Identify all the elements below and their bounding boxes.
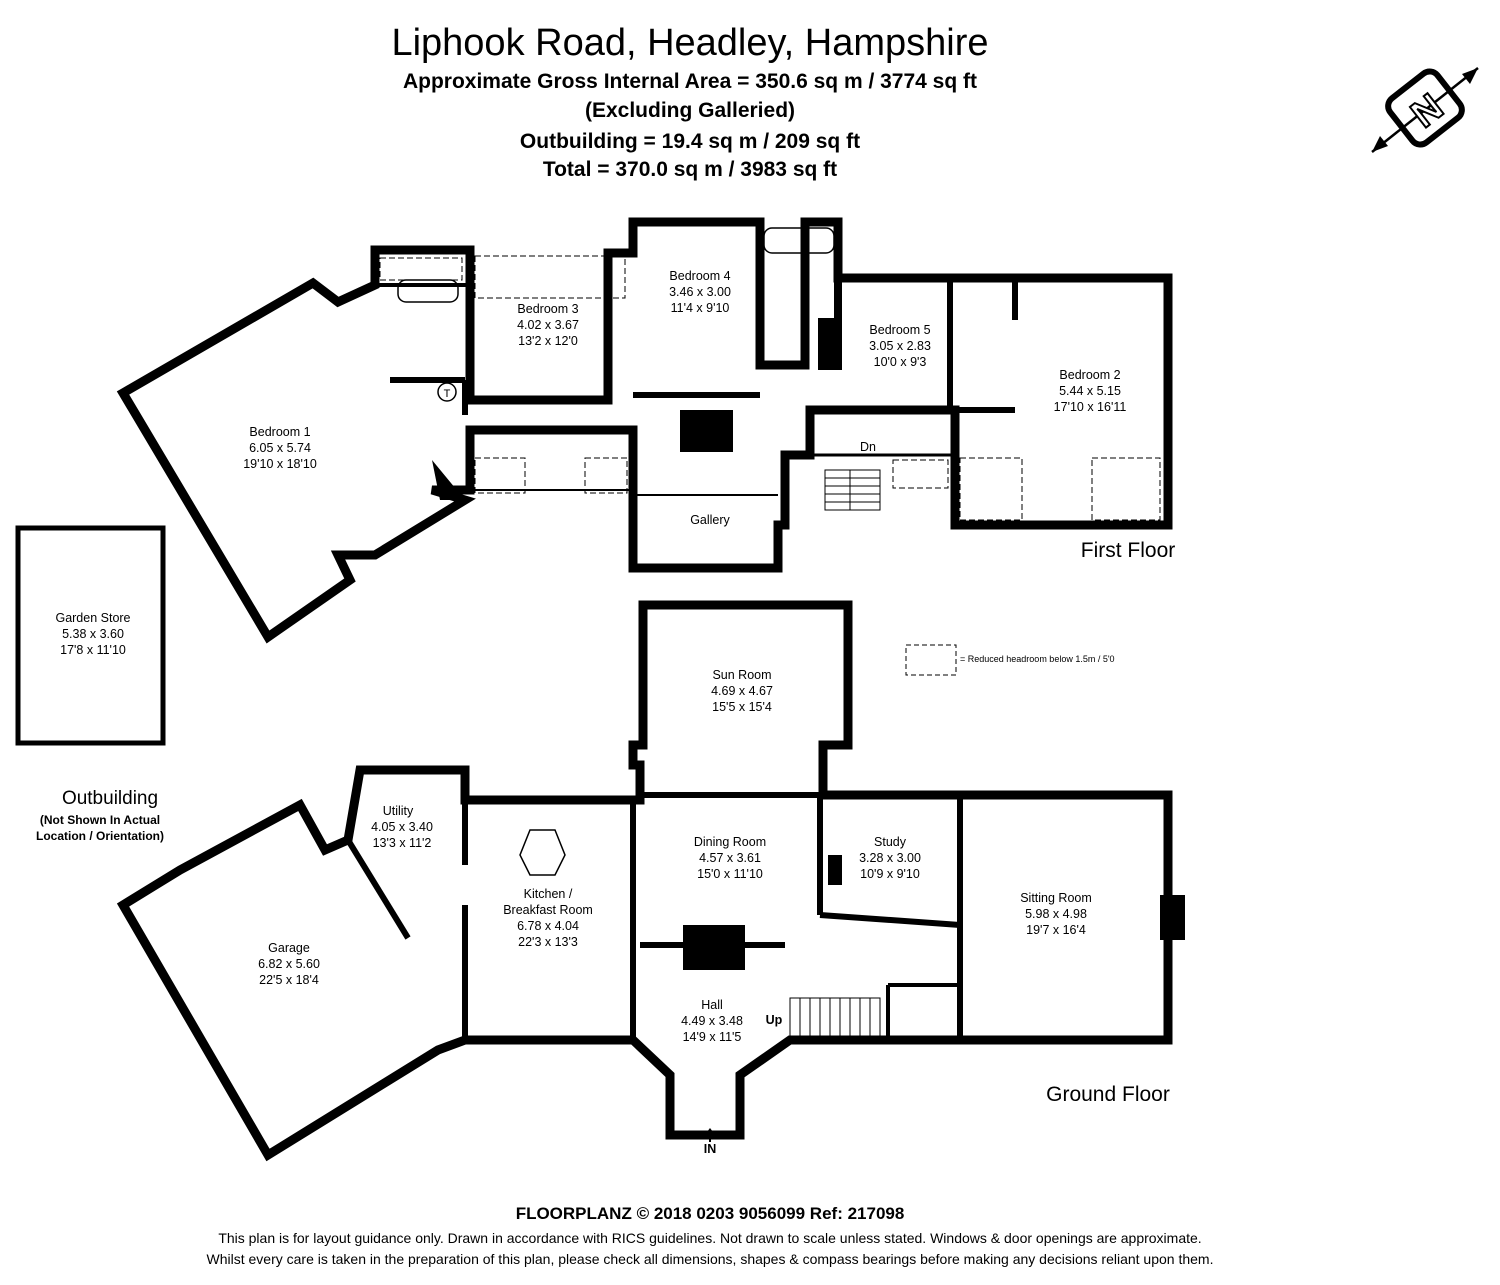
bath	[763, 227, 835, 254]
svg-text:17'10 x 16'11: 17'10 x 16'11	[1054, 400, 1127, 414]
fireplace-sitting	[1160, 895, 1185, 940]
room-kitchen-breakfast: Kitchen / Breakfast Room 6.78 x 4.04 22'…	[503, 887, 593, 949]
svg-text:6.82 x 5.60: 6.82 x 5.60	[258, 957, 320, 971]
stairs-down-label: Dn	[860, 440, 876, 454]
svg-text:Dining Room: Dining Room	[694, 835, 766, 849]
svg-text:Kitchen /: Kitchen /	[524, 887, 573, 901]
wall-block-2	[818, 318, 836, 370]
ground-floor-walls	[116, 600, 1173, 1162]
room-bedroom-5: Bedroom 5 3.05 x 2.83 10'0 x 9'3	[869, 323, 931, 369]
gross-internal-area: Approximate Gross Internal Area = 350.6 …	[402, 70, 978, 93]
svg-text:10'9 x 9'10: 10'9 x 9'10	[860, 867, 920, 881]
excluding-galleried-note: (Excluding Galleried)	[584, 99, 796, 122]
staircase-first-floor	[824, 469, 881, 511]
entrance-arrow-icon	[704, 1128, 716, 1136]
svg-text:4.57 x 3.61: 4.57 x 3.61	[699, 851, 761, 865]
entrance-label: IN	[704, 1142, 717, 1156]
svg-text:Sitting Room: Sitting Room	[1020, 891, 1092, 905]
svg-text:Utility: Utility	[383, 804, 414, 818]
outbuilding-label: Outbuilding	[62, 788, 158, 809]
svg-text:13'3 x 11'2: 13'3 x 11'2	[373, 836, 432, 850]
staircase-ground-floor	[789, 997, 881, 1037]
svg-text:Study: Study	[874, 835, 907, 849]
svg-text:22'3 x 13'3: 22'3 x 13'3	[518, 935, 578, 949]
room-gallery: Gallery	[690, 513, 730, 527]
room-sitting: Sitting Room 5.98 x 4.98 19'7 x 16'4	[1020, 891, 1092, 937]
svg-text:Hall: Hall	[701, 998, 723, 1012]
wall-block-study	[828, 855, 842, 885]
svg-text:13'2 x 12'0: 13'2 x 12'0	[518, 334, 578, 348]
reduced-headroom-areas	[379, 255, 1161, 521]
room-hall: Hall 4.49 x 3.48 14'9 x 11'5	[681, 998, 743, 1044]
bath-2	[397, 279, 459, 303]
svg-text:Garden Store: Garden Store	[55, 611, 130, 625]
room-bedroom-4: Bedroom 4 3.46 x 3.00 11'4 x 9'10	[669, 269, 731, 315]
svg-text:3.05 x 2.83: 3.05 x 2.83	[869, 339, 931, 353]
svg-text:5.38 x 3.60: 5.38 x 3.60	[62, 627, 124, 641]
svg-text:Bedroom 5: Bedroom 5	[869, 323, 930, 337]
svg-text:5.98 x 4.98: 5.98 x 4.98	[1025, 907, 1087, 921]
svg-text:6.78 x 4.04: 6.78 x 4.04	[517, 919, 579, 933]
room-garden-store: Garden Store 5.38 x 3.60 17'8 x 11'10	[55, 611, 130, 657]
north-arrow-icon: N	[1371, 67, 1479, 153]
svg-text:3.28 x 3.00: 3.28 x 3.00	[859, 851, 921, 865]
svg-text:Bedroom 3: Bedroom 3	[517, 302, 578, 316]
plan-title: Liphook Road, Headley, Hampshire	[391, 22, 989, 64]
legend-text: = Reduced headroom below 1.5m / 5'0	[960, 654, 1115, 664]
svg-text:4.49 x 3.48: 4.49 x 3.48	[681, 1014, 743, 1028]
tank-label: T	[444, 388, 451, 400]
svg-text:Breakfast Room: Breakfast Room	[503, 903, 593, 917]
svg-text:22'5 x 18'4: 22'5 x 18'4	[259, 973, 319, 987]
kitchen-island	[519, 829, 566, 876]
svg-text:11'4 x 9'10: 11'4 x 9'10	[671, 301, 730, 315]
svg-text:15'0 x 11'10: 15'0 x 11'10	[697, 867, 763, 881]
first-floor-label: First Floor	[1081, 539, 1176, 562]
chimney-breast-first	[680, 410, 733, 452]
footer-brand: FLOORPLANZ © 2018 0203 9056099 Ref: 2170…	[515, 1204, 905, 1223]
stairs-up-label: Up	[766, 1013, 783, 1027]
svg-text:15'5 x 15'4: 15'5 x 15'4	[712, 700, 772, 714]
outbuilding-note-1: (Not Shown In Actual	[40, 813, 160, 827]
room-garage: Garage 6.82 x 5.60 22'5 x 18'4	[258, 941, 320, 987]
svg-text:Garage: Garage	[268, 941, 310, 955]
svg-text:14'9 x 11'5: 14'9 x 11'5	[683, 1030, 742, 1044]
room-bedroom-3: Bedroom 3 4.02 x 3.67 13'2 x 12'0	[517, 302, 579, 348]
wall-block	[432, 460, 465, 500]
svg-text:6.05 x 5.74: 6.05 x 5.74	[249, 441, 311, 455]
svg-text:19'10 x 18'10: 19'10 x 18'10	[243, 457, 317, 471]
svg-text:4.05 x 3.40: 4.05 x 3.40	[371, 820, 433, 834]
outbuilding-area: Outbuilding = 19.4 sq m / 209 sq ft	[519, 130, 861, 153]
total-area: Total = 370.0 sq m / 3983 sq ft	[542, 158, 838, 181]
svg-text:Sun Room: Sun Room	[712, 668, 771, 682]
chimney-breast-ground	[683, 925, 745, 970]
room-bedroom-2: Bedroom 2 5.44 x 5.15 17'10 x 16'11	[1054, 368, 1127, 414]
svg-text:Bedroom 2: Bedroom 2	[1059, 368, 1120, 382]
svg-text:4.02 x 3.67: 4.02 x 3.67	[517, 318, 579, 332]
outbuilding-note-2: Location / Orientation)	[36, 829, 164, 843]
room-study: Study 3.28 x 3.00 10'9 x 9'10	[859, 835, 921, 881]
ground-floor-label: Ground Floor	[1046, 1083, 1170, 1106]
svg-text:5.44 x 5.15: 5.44 x 5.15	[1059, 384, 1121, 398]
room-utility: Utility 4.05 x 3.40 13'3 x 11'2	[371, 804, 433, 850]
svg-text:4.69 x 4.67: 4.69 x 4.67	[711, 684, 773, 698]
svg-text:3.46 x 3.00: 3.46 x 3.00	[669, 285, 731, 299]
svg-text:Bedroom 4: Bedroom 4	[669, 269, 730, 283]
svg-text:10'0 x 9'3: 10'0 x 9'3	[874, 355, 927, 369]
garden-store-walls	[15, 525, 166, 746]
tank-icon	[437, 382, 457, 402]
footer-disclaimer-2: Whilst every care is taken in the prepar…	[206, 1251, 1214, 1267]
room-bedroom-1: Bedroom 1 6.05 x 5.74 19'10 x 18'10	[243, 425, 317, 471]
room-sun-room: Sun Room 4.69 x 4.67 15'5 x 15'4	[711, 668, 773, 714]
svg-text:Bedroom 1: Bedroom 1	[249, 425, 310, 439]
footer-disclaimer-1: This plan is for layout guidance only. D…	[218, 1230, 1202, 1246]
svg-text:19'7 x 16'4: 19'7 x 16'4	[1026, 923, 1086, 937]
reduced-headroom-swatch	[905, 644, 957, 676]
room-dining: Dining Room 4.57 x 3.61 15'0 x 11'10	[694, 835, 766, 881]
svg-text:17'8 x 11'10: 17'8 x 11'10	[60, 643, 126, 657]
